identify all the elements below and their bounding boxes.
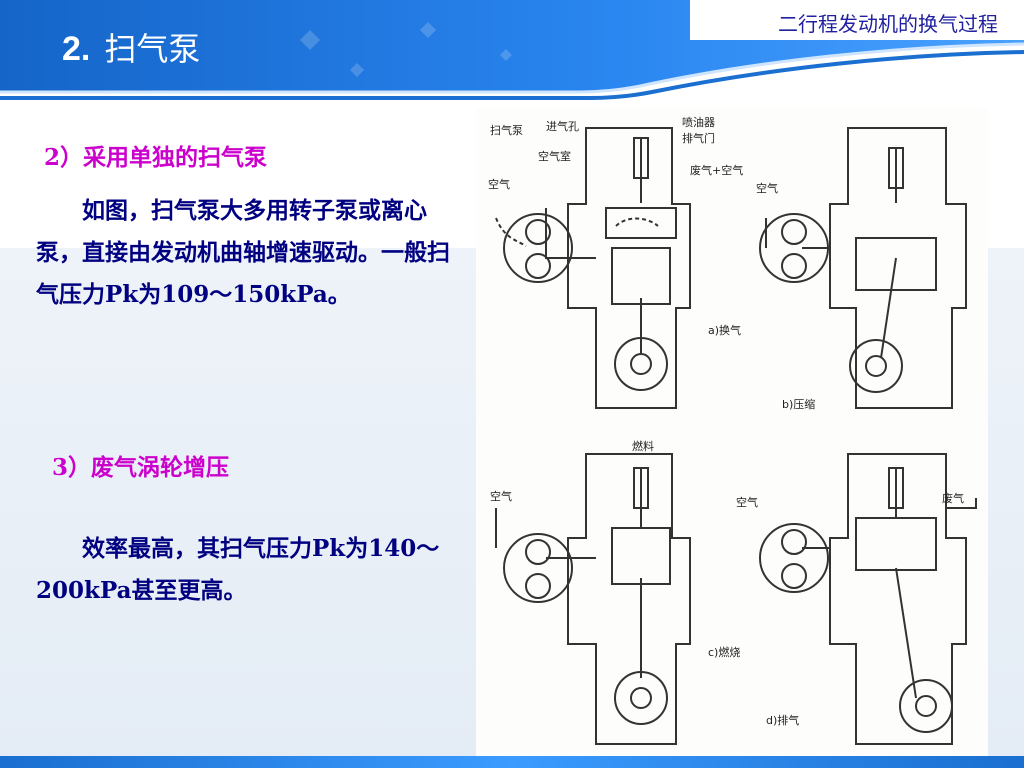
heading-turbocharging: 3）废气涡轮增压 [52, 454, 230, 481]
label-exhaust-valve: 排气门 [682, 131, 715, 145]
label-air-d: 空气 [736, 495, 758, 509]
panel-d-engine [759, 453, 977, 745]
title-text: 扫气泵 [104, 30, 201, 68]
panel-a-engine [495, 127, 691, 409]
caption-b: b)压缩 [782, 398, 815, 411]
label-air-a: 空气 [488, 177, 510, 191]
paragraph-turbocharging: 效率最高，其扫气压力Pk为140～200kPa甚至更高。 [36, 535, 440, 604]
bottom-bar [0, 756, 1024, 768]
label-exhaust-d: 废气 [942, 491, 964, 505]
engine-diagram-svg: 扫气泵 进气孔 喷油器 排气门 空气室 废气+空气 空气 空气 空气 燃料 空气… [488, 115, 977, 745]
label-scavenge-pump: 扫气泵 [490, 123, 523, 137]
caption-c: c)燃烧 [708, 645, 740, 659]
slide-header: 2. 扫气泵 二行程发动机的换气过程 [0, 0, 1024, 100]
slide-subject: 二行程发动机的换气过程 [778, 12, 998, 36]
engine-diagram: 扫气泵 进气孔 喷油器 排气门 空气室 废气+空气 空气 空气 空气 燃料 空气… [476, 108, 988, 756]
header-banner [0, 0, 1024, 100]
caption-d: d)排气 [766, 713, 799, 727]
panel-b-engine [759, 127, 967, 409]
heading-separate-pump: 2）采用单独的扫气泵 [44, 144, 268, 171]
title-number: 2. [62, 30, 91, 68]
label-injector: 喷油器 [682, 115, 715, 129]
paragraph-separate-pump: 如图，扫气泵大多用转子泵或离心泵，直接由发动机曲轴增速驱动。一般扫气压力Pk为1… [36, 197, 450, 308]
label-air-b: 空气 [756, 181, 778, 195]
label-air-c: 空气 [490, 489, 512, 503]
label-intake-port: 进气孔 [546, 119, 579, 133]
panel-c-engine [495, 453, 691, 745]
label-air-chamber: 空气室 [538, 149, 571, 163]
page-title: 2. 扫气泵 [62, 24, 200, 70]
label-fuel: 燃料 [632, 439, 654, 453]
label-exhaust-air: 废气+空气 [690, 163, 743, 177]
caption-a: a)换气 [708, 323, 741, 337]
